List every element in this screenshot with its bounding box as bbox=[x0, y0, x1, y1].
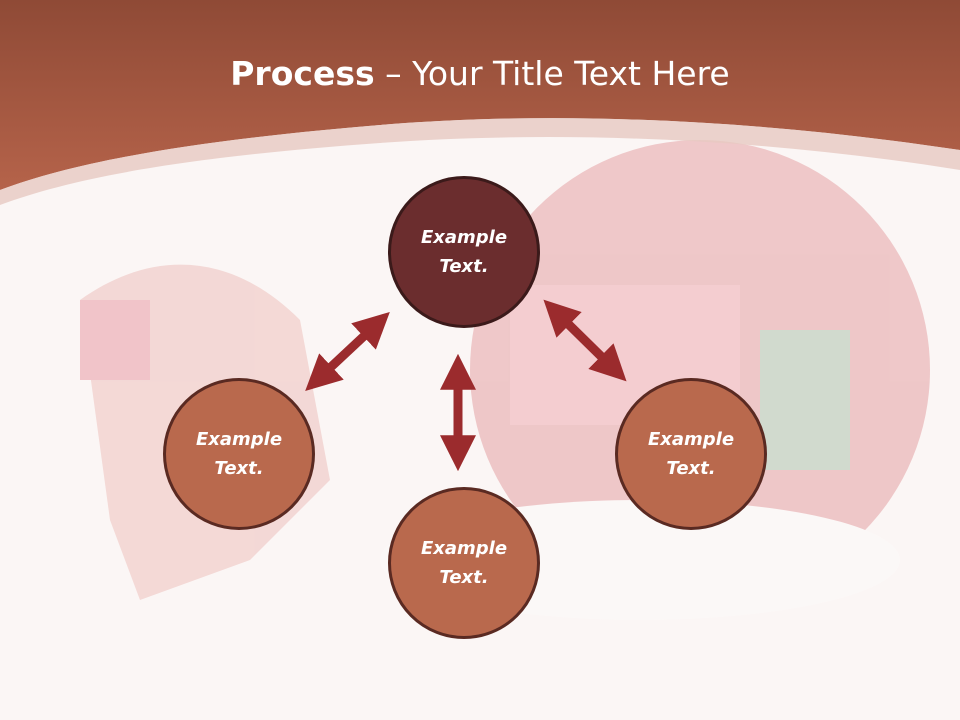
process-node-right: Example Text. bbox=[615, 378, 767, 530]
arrow-top-left bbox=[305, 311, 390, 392]
node-label: Example Text. bbox=[420, 538, 508, 588]
header-swoosh bbox=[0, 118, 960, 205]
process-node-bottom: Example Text. bbox=[388, 487, 540, 639]
slide-title: Process – Your Title Text Here bbox=[0, 54, 960, 94]
title-bold: Process bbox=[230, 54, 375, 93]
process-node-left: Example Text. bbox=[163, 378, 315, 530]
header-band bbox=[0, 0, 960, 190]
process-node-top: Example Text. bbox=[388, 176, 540, 328]
node-label: Example Text. bbox=[195, 429, 283, 479]
title-rest: – Your Title Text Here bbox=[374, 54, 730, 93]
node-label: Example Text. bbox=[647, 429, 735, 479]
node-label: Example Text. bbox=[420, 227, 508, 277]
arrow-top-right bbox=[543, 299, 627, 382]
